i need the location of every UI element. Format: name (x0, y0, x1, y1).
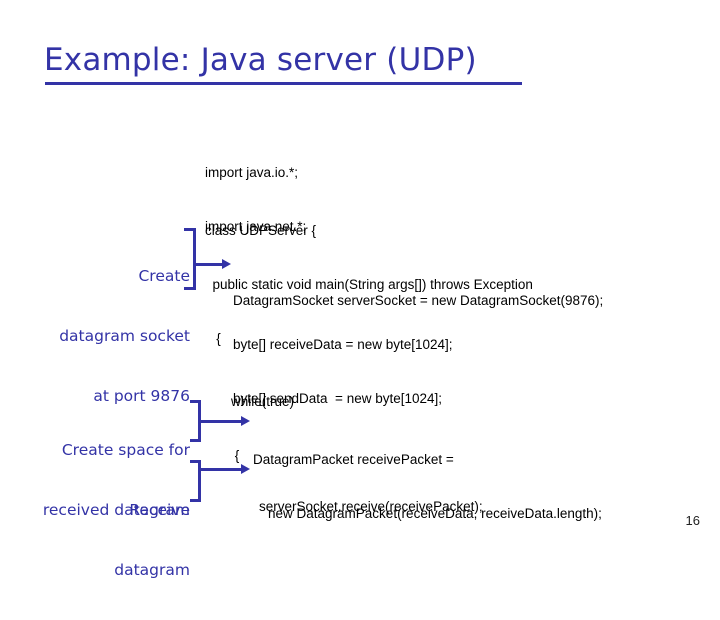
code-block-class-header: class UDPServer { public static void mai… (205, 186, 533, 384)
code-line: serverSocket.receive(receivePacket); (259, 499, 483, 514)
annotation-line: received datagram (42, 501, 190, 519)
code-line: class UDPServer { (205, 223, 317, 238)
annotation-bracket-create-space (190, 400, 201, 442)
annotation-line: datagram socket (59, 327, 190, 345)
code-line: public static void main(String args[]) t… (205, 277, 533, 292)
code-line: byte[] receiveData = new byte[1024]; (233, 337, 453, 352)
annotation-line: datagram (114, 561, 190, 579)
annotation-bracket-receive-datagram (190, 460, 201, 502)
code-line: byte[] sendData = new byte[1024]; (233, 391, 443, 406)
annotation-line: Create space for (61, 441, 190, 459)
code-block-receive-call: serverSocket.receive(receivePacket); (259, 462, 483, 552)
title-underline-rule (45, 82, 522, 85)
annotation-arrow-shaft-create-socket (196, 263, 224, 266)
code-line: import java.io.*; (205, 165, 299, 180)
annotation-arrow-head-create-socket (222, 259, 231, 269)
code-line: while(true) (231, 394, 295, 409)
code-line: DatagramSocket serverSocket = new Datagr… (233, 293, 604, 308)
annotation-create-socket: Create datagram socket at port 9876 (20, 226, 190, 446)
annotation-line: at port 9876 (93, 387, 190, 405)
code-block-packet-create: DatagramPacket receivePacket = new Datag… (253, 415, 602, 559)
code-line: new DatagramPacket(receiveData, receiveD… (253, 506, 602, 521)
code-block-imports: import java.io.*; import java.net.*; (205, 128, 306, 272)
annotation-line: Create (138, 267, 190, 285)
page-number: 16 (685, 513, 700, 528)
annotation-arrow-head-receive-datagram (241, 464, 250, 474)
annotation-receive-datagram: Receive datagram (60, 460, 190, 620)
slide-canvas: Example: Java server (UDP) import java.i… (20, 42, 700, 579)
code-line: { (205, 331, 221, 346)
annotation-arrow-shaft-create-space (201, 420, 243, 423)
annotation-line: Receive (129, 501, 190, 519)
annotation-create-space: Create space for received datagram (8, 400, 190, 560)
annotation-arrow-head-create-space (241, 416, 250, 426)
code-block-buffers: byte[] receiveData = new byte[1024]; byt… (233, 300, 453, 444)
slide-title: Example: Java server (UDP) (44, 42, 477, 78)
code-block-socket-create: DatagramSocket serverSocket = new Datagr… (233, 256, 603, 346)
code-line: import java.net.*; (205, 219, 307, 234)
annotation-bracket-create-socket (184, 228, 196, 290)
code-block-loop-header: while(true) { (231, 357, 294, 501)
annotation-arrow-shaft-receive-datagram (201, 468, 243, 471)
code-line: DatagramPacket receivePacket = (253, 452, 454, 467)
code-line: { (231, 448, 240, 463)
